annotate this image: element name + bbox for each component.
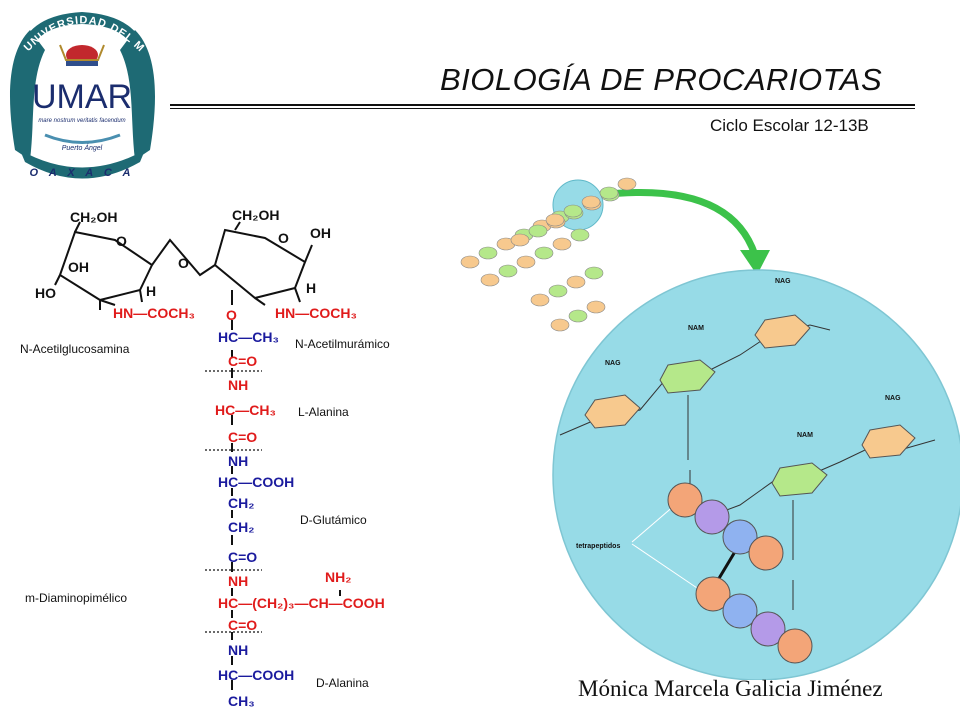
mini-nam-bead (563, 204, 583, 218)
nag-name-label: N-Acetilglucosamina (20, 342, 130, 356)
page-subtitle: Ciclo Escolar 12-13B (710, 116, 869, 135)
mini-nag-bead (617, 177, 637, 191)
cell-wall-diagram: NAG NAM NAG NAM NAG tetrapeptidos (460, 177, 960, 680)
glutamate-ch2-b: CH₂ (228, 519, 254, 535)
mini-nam-bead (498, 264, 518, 278)
mini-nam-bead (568, 309, 588, 323)
glutamate-hc-cooh: HC—COOH (218, 474, 294, 490)
h-right-label: H (306, 280, 316, 296)
mini-nam-bead (534, 246, 554, 260)
dap-side-chain: HC—(CH₂)₃—CH—COOH (218, 595, 385, 611)
nam-acetamide: HN—COCH₃ (275, 305, 357, 321)
oh-left-label: OH (68, 259, 89, 275)
wall-nag-label-2: NAG (775, 278, 791, 285)
h-left-label: H (146, 283, 156, 299)
mini-nam-bead (548, 284, 568, 298)
carbonyl-4: C=O (228, 617, 257, 633)
wall-nag-label-1: NAG (605, 360, 621, 367)
carbonyl-1: C=O (228, 353, 257, 369)
wall-nam-label-2: NAM (797, 432, 813, 439)
zoom-circle (552, 269, 960, 680)
d-glutamic-label: D-Glutámico (300, 513, 367, 527)
mini-nag-bead (545, 213, 565, 227)
tetrapeptidos-label: tetrapeptidos (576, 543, 620, 550)
amide-nh-1: NH (228, 377, 248, 393)
right-ring-group: CH₂OH (232, 207, 279, 223)
d-alanine-label: D-Alanina (316, 676, 369, 690)
mini-nag-bead (581, 195, 601, 209)
dap-nh2: NH₂ (325, 569, 351, 585)
ho-left-label: HO (35, 285, 56, 301)
mini-nag-bead (480, 273, 500, 287)
author-name: Mónica Marcela Galicia Jiménez (578, 676, 883, 701)
logo-letters: UMAR (32, 78, 132, 116)
lactyl-hc-ch3: HC—CH₃ (218, 329, 279, 345)
carbonyl-3: C=O (228, 549, 257, 565)
l-alanine-label: L-Alanina (298, 405, 349, 419)
amide-nh-2: NH (228, 453, 248, 469)
university-logo: UNIVERSIDAD DEL MAR UMAR mare nostrum ve… (0, 0, 155, 179)
d-ala-hc-cooh: HC—COOH (218, 667, 294, 683)
zoom-arrow (599, 189, 759, 257)
mini-nag-bead (550, 318, 570, 332)
oh-top-label: OH (310, 225, 331, 241)
wall-nag-label-3: NAG (885, 395, 901, 402)
left-ring-group: CH₂OH (70, 209, 117, 225)
mini-nag-bead (530, 293, 550, 307)
mini-nag-bead (566, 275, 586, 289)
m-dap-label: m-Diaminopimélico (25, 591, 127, 605)
ring-oxygen-right: O (278, 230, 289, 246)
logo-motto: mare nostrum veritatis facendum (38, 118, 125, 124)
ring-oxygen-left: O (116, 233, 127, 249)
amide-nh-3: NH (228, 573, 248, 589)
nam-name-label: N-Acetilmurámico (295, 337, 390, 351)
title-rule-thin (170, 108, 915, 109)
mini-nam-bead (478, 246, 498, 260)
mini-nag-bead (516, 255, 536, 269)
nag-acetamide: HN—COCH₃ (113, 305, 195, 321)
mini-nag-bead (460, 255, 480, 269)
mini-nag-bead (552, 237, 572, 251)
amide-nh-4: NH (228, 642, 248, 658)
mini-nam-bead (528, 224, 548, 238)
peptidoglycan-structure: CH₂OH CH₂OH O O O OH OH HO H H HN—COCH₃ … (20, 207, 390, 709)
alanine-hc-ch3: HC—CH₃ (215, 402, 276, 418)
lactyl-oxygen: O (226, 307, 237, 323)
mini-nag-bead (510, 233, 530, 247)
glutamate-ch2-a: CH₂ (228, 495, 254, 511)
page-title: BIOLOGÍA DE PROCARIOTAS (440, 62, 883, 97)
wall-nam-label-1: NAM (688, 325, 704, 332)
d-ala-ch3: CH₃ (228, 693, 255, 709)
logo-place: Puerto Ángel (62, 143, 103, 152)
title-rule (170, 104, 915, 106)
mini-nag-bead (586, 300, 606, 314)
carbonyl-2: C=O (228, 429, 257, 445)
glycosidic-oxygen: O (178, 255, 189, 271)
mini-nam-bead (570, 228, 590, 242)
mini-nam-bead (584, 266, 604, 280)
mini-nam-bead (599, 186, 619, 200)
logo-state: O A X A C A (30, 167, 135, 179)
